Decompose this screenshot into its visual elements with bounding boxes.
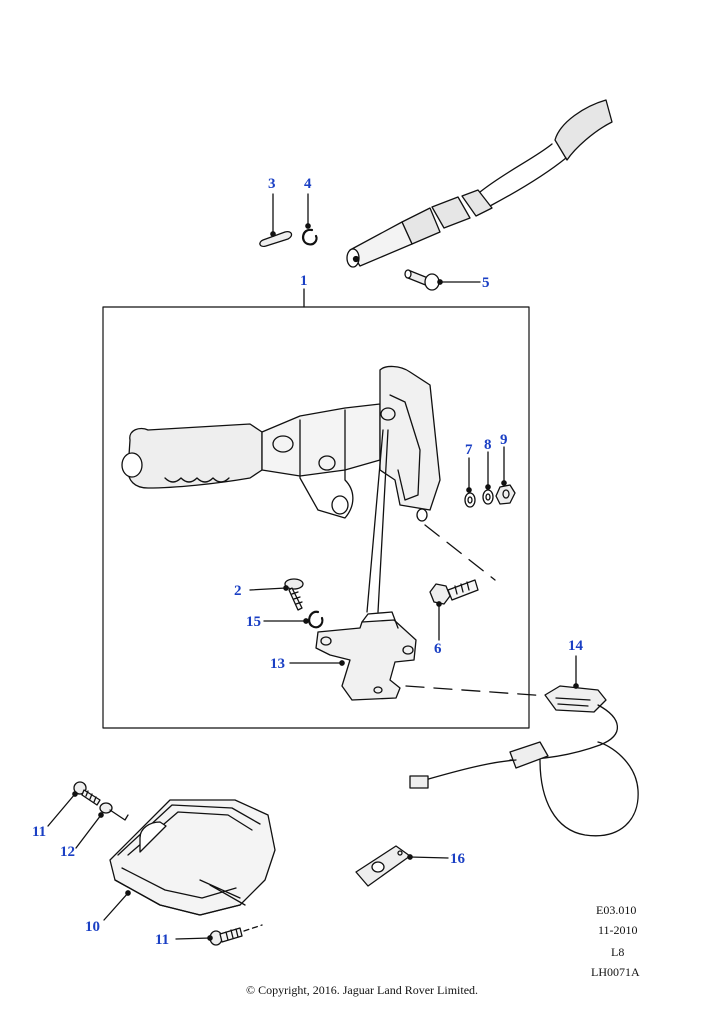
assembly-line-14 <box>405 685 549 697</box>
leader-12 <box>75 812 104 849</box>
callout-14: 14 <box>568 638 583 654</box>
callout-11-lower: 11 <box>155 932 170 948</box>
callout-5: 5 <box>482 275 490 291</box>
connecting-rod-a <box>366 429 384 613</box>
bracket-16 <box>355 845 411 887</box>
clip-4 <box>302 228 318 246</box>
leader-11-lower <box>175 935 213 941</box>
callout-1: 1 <box>300 273 308 289</box>
illustration-id: LH0071A <box>591 965 640 979</box>
handbrake-cable <box>346 99 613 268</box>
leader-11-upper <box>47 791 78 827</box>
callout-16: 16 <box>450 851 465 867</box>
figure-level: L8 <box>611 945 625 959</box>
fastener-12 <box>99 802 129 821</box>
callout-7: 7 <box>465 442 473 458</box>
leader-16 <box>407 854 449 860</box>
callout-4: 4 <box>304 176 312 192</box>
connecting-rod-b <box>377 429 389 613</box>
copyright-notice: © Copyright, 2016. Jaguar Land Rover Lim… <box>245 983 479 997</box>
clevis-pin-5 <box>404 269 440 291</box>
callout-9: 9 <box>500 432 508 448</box>
switch-bracket-13 <box>315 611 417 701</box>
switch-14 <box>409 685 639 837</box>
callout-8: 8 <box>484 437 492 453</box>
callout-3: 3 <box>268 176 276 192</box>
bolt-6 <box>429 579 479 605</box>
figure-date: 11-2010 <box>598 923 638 937</box>
screw-11-upper <box>73 781 101 806</box>
screw-11-lower <box>209 924 263 946</box>
callout-10: 10 <box>85 919 100 935</box>
assembly-line-6 <box>424 524 496 581</box>
callout-6: 6 <box>434 641 442 657</box>
leader-10 <box>103 890 131 921</box>
split-pin-3 <box>259 230 293 248</box>
handbrake-lever <box>121 365 441 522</box>
callout-15: 15 <box>246 614 261 630</box>
spring-washer-8 <box>482 489 494 505</box>
leader-2 <box>249 585 289 591</box>
nut-9 <box>495 484 516 505</box>
callout-2: 2 <box>234 583 242 599</box>
washer-7 <box>464 492 476 508</box>
callout-12: 12 <box>60 844 75 860</box>
callout-11-upper: 11 <box>32 824 47 840</box>
screw-2 <box>284 578 304 611</box>
figure-code: E03.010 <box>596 903 637 917</box>
assembly-frame <box>102 306 530 729</box>
console-boot-10 <box>109 799 276 916</box>
callout-13: 13 <box>270 656 285 672</box>
clip-15 <box>308 610 324 629</box>
